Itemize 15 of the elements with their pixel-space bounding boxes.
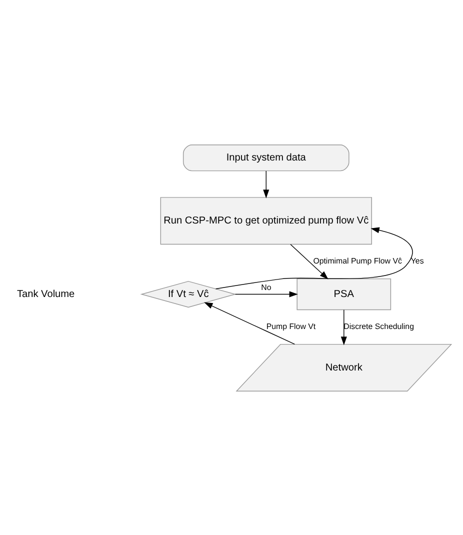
arrow <box>234 290 298 297</box>
node-box: PSA <box>296 278 392 310</box>
edge-label: Discrete Scheduling <box>344 322 414 331</box>
edge-label: Yes <box>410 256 424 266</box>
node-box: Input system data <box>182 144 350 171</box>
arrow <box>215 226 413 289</box>
edge-label: Optimimal Pump Flow Vĉ <box>313 256 402 266</box>
arrow <box>204 302 296 344</box>
edge-label: No <box>261 282 272 292</box>
label: Tank Volume <box>16 288 75 300</box>
arrow <box>340 309 347 345</box>
edge-label: Pump Flow Vt <box>266 322 316 331</box>
node-box: Run CSP-MPC to get optimized pump flow Vĉ <box>160 196 372 244</box>
arrow <box>290 244 328 279</box>
arrow <box>263 170 270 198</box>
